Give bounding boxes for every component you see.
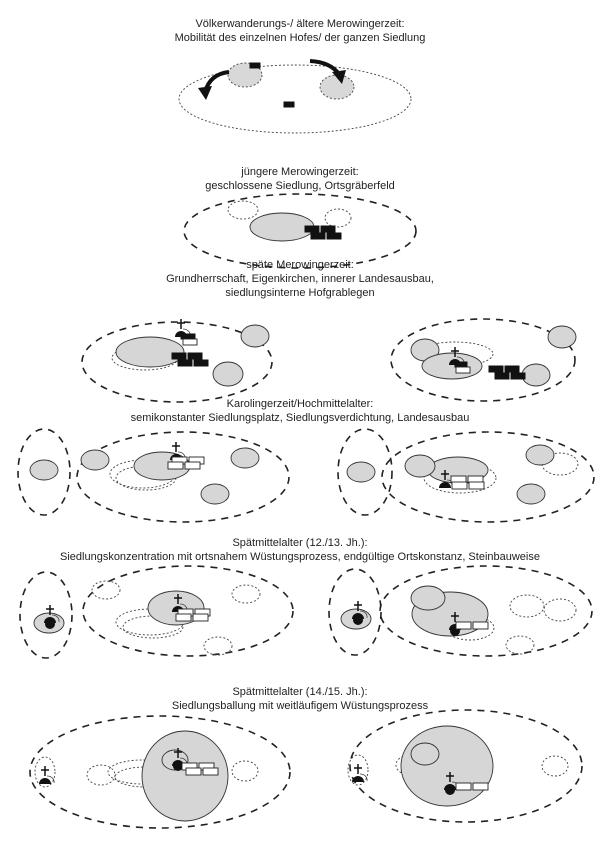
panel-3-subtitle: Grundherrschaft, Eigenkirchen, innerer L… [166,273,434,285]
stone-building-icon [455,366,471,374]
grave-brick-icon [304,225,342,240]
settlement-core [115,336,185,368]
panel-2-title: jüngere Merowingerzeit: [240,166,358,178]
farmstead [240,324,270,348]
panel-6-right-diagram [347,709,583,823]
abandoned-farmstead [231,584,261,604]
new-settlement-area [328,568,382,656]
panel-5-left-diagram [19,565,294,659]
settlement-area [29,715,291,829]
panel-5-title: Spätmittelalter (12./13. Jh.): [232,537,367,549]
new-settlement-area [337,428,393,516]
settlement-area [379,565,593,657]
panel-6-left-diagram [29,715,291,829]
abandoned-farmstead [203,636,233,656]
settlement-area [76,431,290,523]
panel-2-subtitle: geschlossene Siedlung, Ortsgräberfeld [205,180,395,192]
abandoned-church-site [347,754,369,786]
new-settlement-area [19,571,73,659]
abandoned-farmstead [509,594,545,618]
arrowhead [198,86,212,100]
abandoned-church-site [34,756,56,788]
settlement-area [349,709,583,823]
settlement-core [421,352,483,380]
farmstead [525,444,555,466]
panel-2-diagram [183,193,417,269]
panel-3-title: späte Merowingerzeit: [246,259,354,271]
farmstead [230,447,260,469]
panel-4-subtitle: semikonstanter Siedlungsplatz, Siedlungs… [131,412,470,424]
abandoned-farmstead [324,208,352,228]
new-settlement-area [17,428,71,516]
abandoned-farmstead [91,580,121,600]
panel-4-title: Karolingerzeit/Hochmittelalter: [227,398,374,410]
panel-5-subtitle: Siedlungskonzentration mit ortsnahem Wüs… [60,551,540,563]
grave-brick-icon [488,365,526,380]
farmstead [319,74,355,100]
stone-building-icon [182,338,198,346]
panel-5-right-diagram [328,565,593,657]
settlement-core [249,212,315,242]
panel-1-subtitle: Mobilität des einzelnen Hofes/ der ganze… [175,32,426,44]
abandoned-farmstead [227,200,259,220]
farmstead [212,361,244,387]
farmstead [547,325,577,349]
settlement-area [381,431,595,523]
farmstead [227,62,263,88]
settlement-area [390,318,576,402]
farmstead [80,449,110,471]
panel-6-subtitle: Siedlungsballung mit weitläufigem Wüstun… [172,700,429,712]
settlement-area [82,565,294,657]
panel-1-diagram [178,59,412,134]
farmstead [516,483,546,505]
arrowhead [332,70,346,84]
farmstead [410,742,440,766]
settlement-core [141,730,229,822]
grave-brick-icon [171,352,209,367]
settlement-area [178,64,412,134]
church-cross-icon [38,765,55,785]
abandoned-farmstead [505,635,535,655]
panel-3-subtitle-2: siedlungsinterne Hofgrablegen [225,287,374,299]
abandoned-farmstead [543,598,577,622]
settlement-area [81,321,273,403]
grave-icon [283,101,295,108]
church-cross-icon [351,763,368,783]
farmstead [410,585,446,611]
panel-3-right-diagram [390,318,577,402]
farmstead [521,363,551,387]
farmstead [404,454,436,478]
panel-4-left-diagram [17,428,290,523]
grave-icon [249,62,261,69]
panel-6-title: Spätmittelalter (14./15. Jh.): [232,686,367,698]
panel-1-title: Völkerwanderungs-/ ältere Merowingerzeit… [195,18,404,30]
abandoned-farmstead [231,760,259,782]
grave-icon [180,333,196,340]
abandoned-farmstead [541,755,569,777]
farmstead [200,483,230,505]
abandoned-farmstead [86,764,116,786]
panel-4-right-diagram [337,428,595,523]
farmstead [29,459,59,481]
settlement-area [183,193,417,269]
farmstead [346,461,376,483]
grave-icon [454,361,468,368]
panel-3-left-diagram [81,318,273,403]
